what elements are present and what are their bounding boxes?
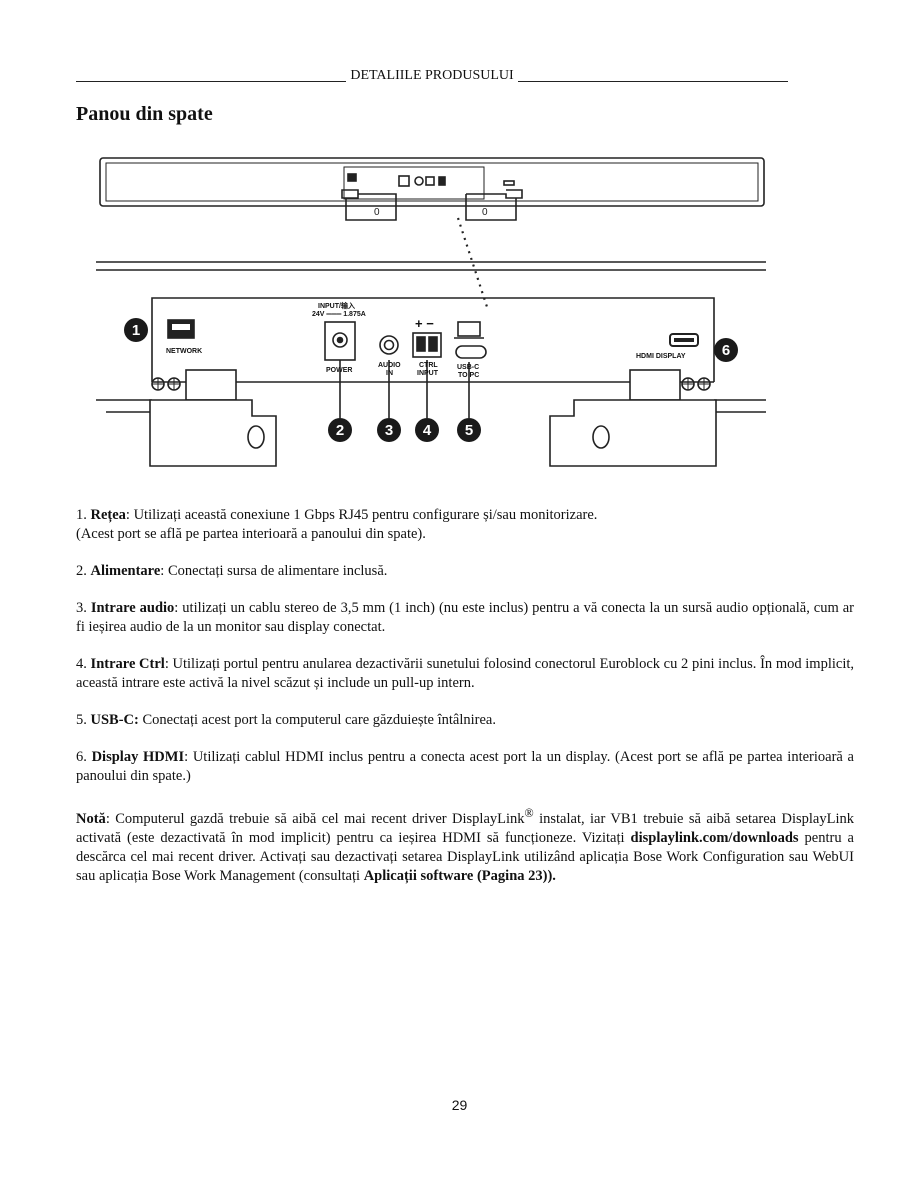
label-ctrl-1: CTRL (419, 362, 438, 369)
callout-4-label: 4 (423, 422, 432, 439)
callout-3 (377, 418, 401, 442)
page-header: DETALIILE PRODUSULUI (76, 64, 789, 84)
callout-5-label: 5 (465, 422, 473, 439)
rear-panel-figure: 0 0 (96, 150, 776, 480)
usbc-port-icon (455, 345, 487, 359)
hdmi-port-icon (669, 333, 699, 347)
device-bar-inner (105, 162, 759, 202)
label-usbc-1: USB-C (457, 364, 479, 371)
body-text: 1. Rețea: Utilizați această conexiune 1 … (76, 506, 854, 904)
callout-6-label: 6 (722, 342, 730, 359)
label-plus-minus: + − (415, 316, 434, 331)
svg-text:0: 0 (482, 207, 488, 218)
header-title: DETALIILE PRODUSULUI (350, 68, 514, 83)
item-hdmi: 6. Display HDMI: Utilizați cablul HDMI i… (76, 749, 854, 784)
page-number: 29 (451, 1097, 468, 1113)
callout-6 (714, 338, 738, 362)
label-input-2: 24V ═══ 1.875A (312, 311, 366, 318)
label-power: POWER (326, 367, 352, 374)
displaylink-link: displaylink.com/downloads (630, 829, 799, 846)
ctrl-input-port-icon (412, 332, 442, 358)
label-audio-2: IN (386, 370, 393, 377)
label-hdmi: HDMI DISPLAY (636, 353, 686, 360)
callout-1-label: 1 (132, 322, 140, 339)
callout-4 (415, 418, 439, 442)
rear-panel-diagram: 0 0 (96, 157, 766, 467)
svg-text:0: 0 (374, 207, 380, 218)
label-network: NETWORK (166, 348, 202, 355)
usbc-laptop-icon (457, 321, 481, 337)
callout-2 (328, 418, 352, 442)
header-rule-left (76, 81, 347, 82)
callout-2-label: 2 (336, 422, 344, 439)
label-ctrl-2: INPUT (417, 370, 439, 377)
callout-3-label: 3 (385, 422, 393, 439)
label-input-1: INPUT/输入 (318, 301, 355, 310)
software-apps-reference: Aplicații software (Pagina 23)). (363, 867, 556, 884)
panel-outline (151, 297, 715, 382)
item-ctrl-input: 4. Intrare Ctrl: Utilizați portul pentru… (76, 656, 854, 691)
label-usbc-2: TO PC (458, 372, 479, 379)
label-audio-1: AUDIO (378, 362, 401, 369)
header-rule-right (517, 81, 789, 82)
callout-5 (457, 418, 481, 442)
item-power: 2. Alimentare: Conectați sursa de alimen… (76, 563, 388, 579)
section-title: Panou din spate (76, 103, 213, 125)
note-paragraph: Notă: Computerul gazdă trebuie să aibă c… (76, 806, 854, 884)
audio-in-port-icon (379, 335, 399, 355)
callout-1 (124, 318, 148, 342)
item-usbc: 5. USB-C: Conectați acest port la comput… (76, 712, 496, 728)
device-bar-outline (99, 157, 765, 207)
item-network: 1. Rețea: Utilizați această conexiune 1 … (76, 507, 598, 542)
zoom-indicator-line (456, 217, 490, 311)
note-label: Notă (76, 810, 106, 827)
item-audio-in: 3. Intrare audio: utilizați un cablu ste… (76, 600, 854, 635)
